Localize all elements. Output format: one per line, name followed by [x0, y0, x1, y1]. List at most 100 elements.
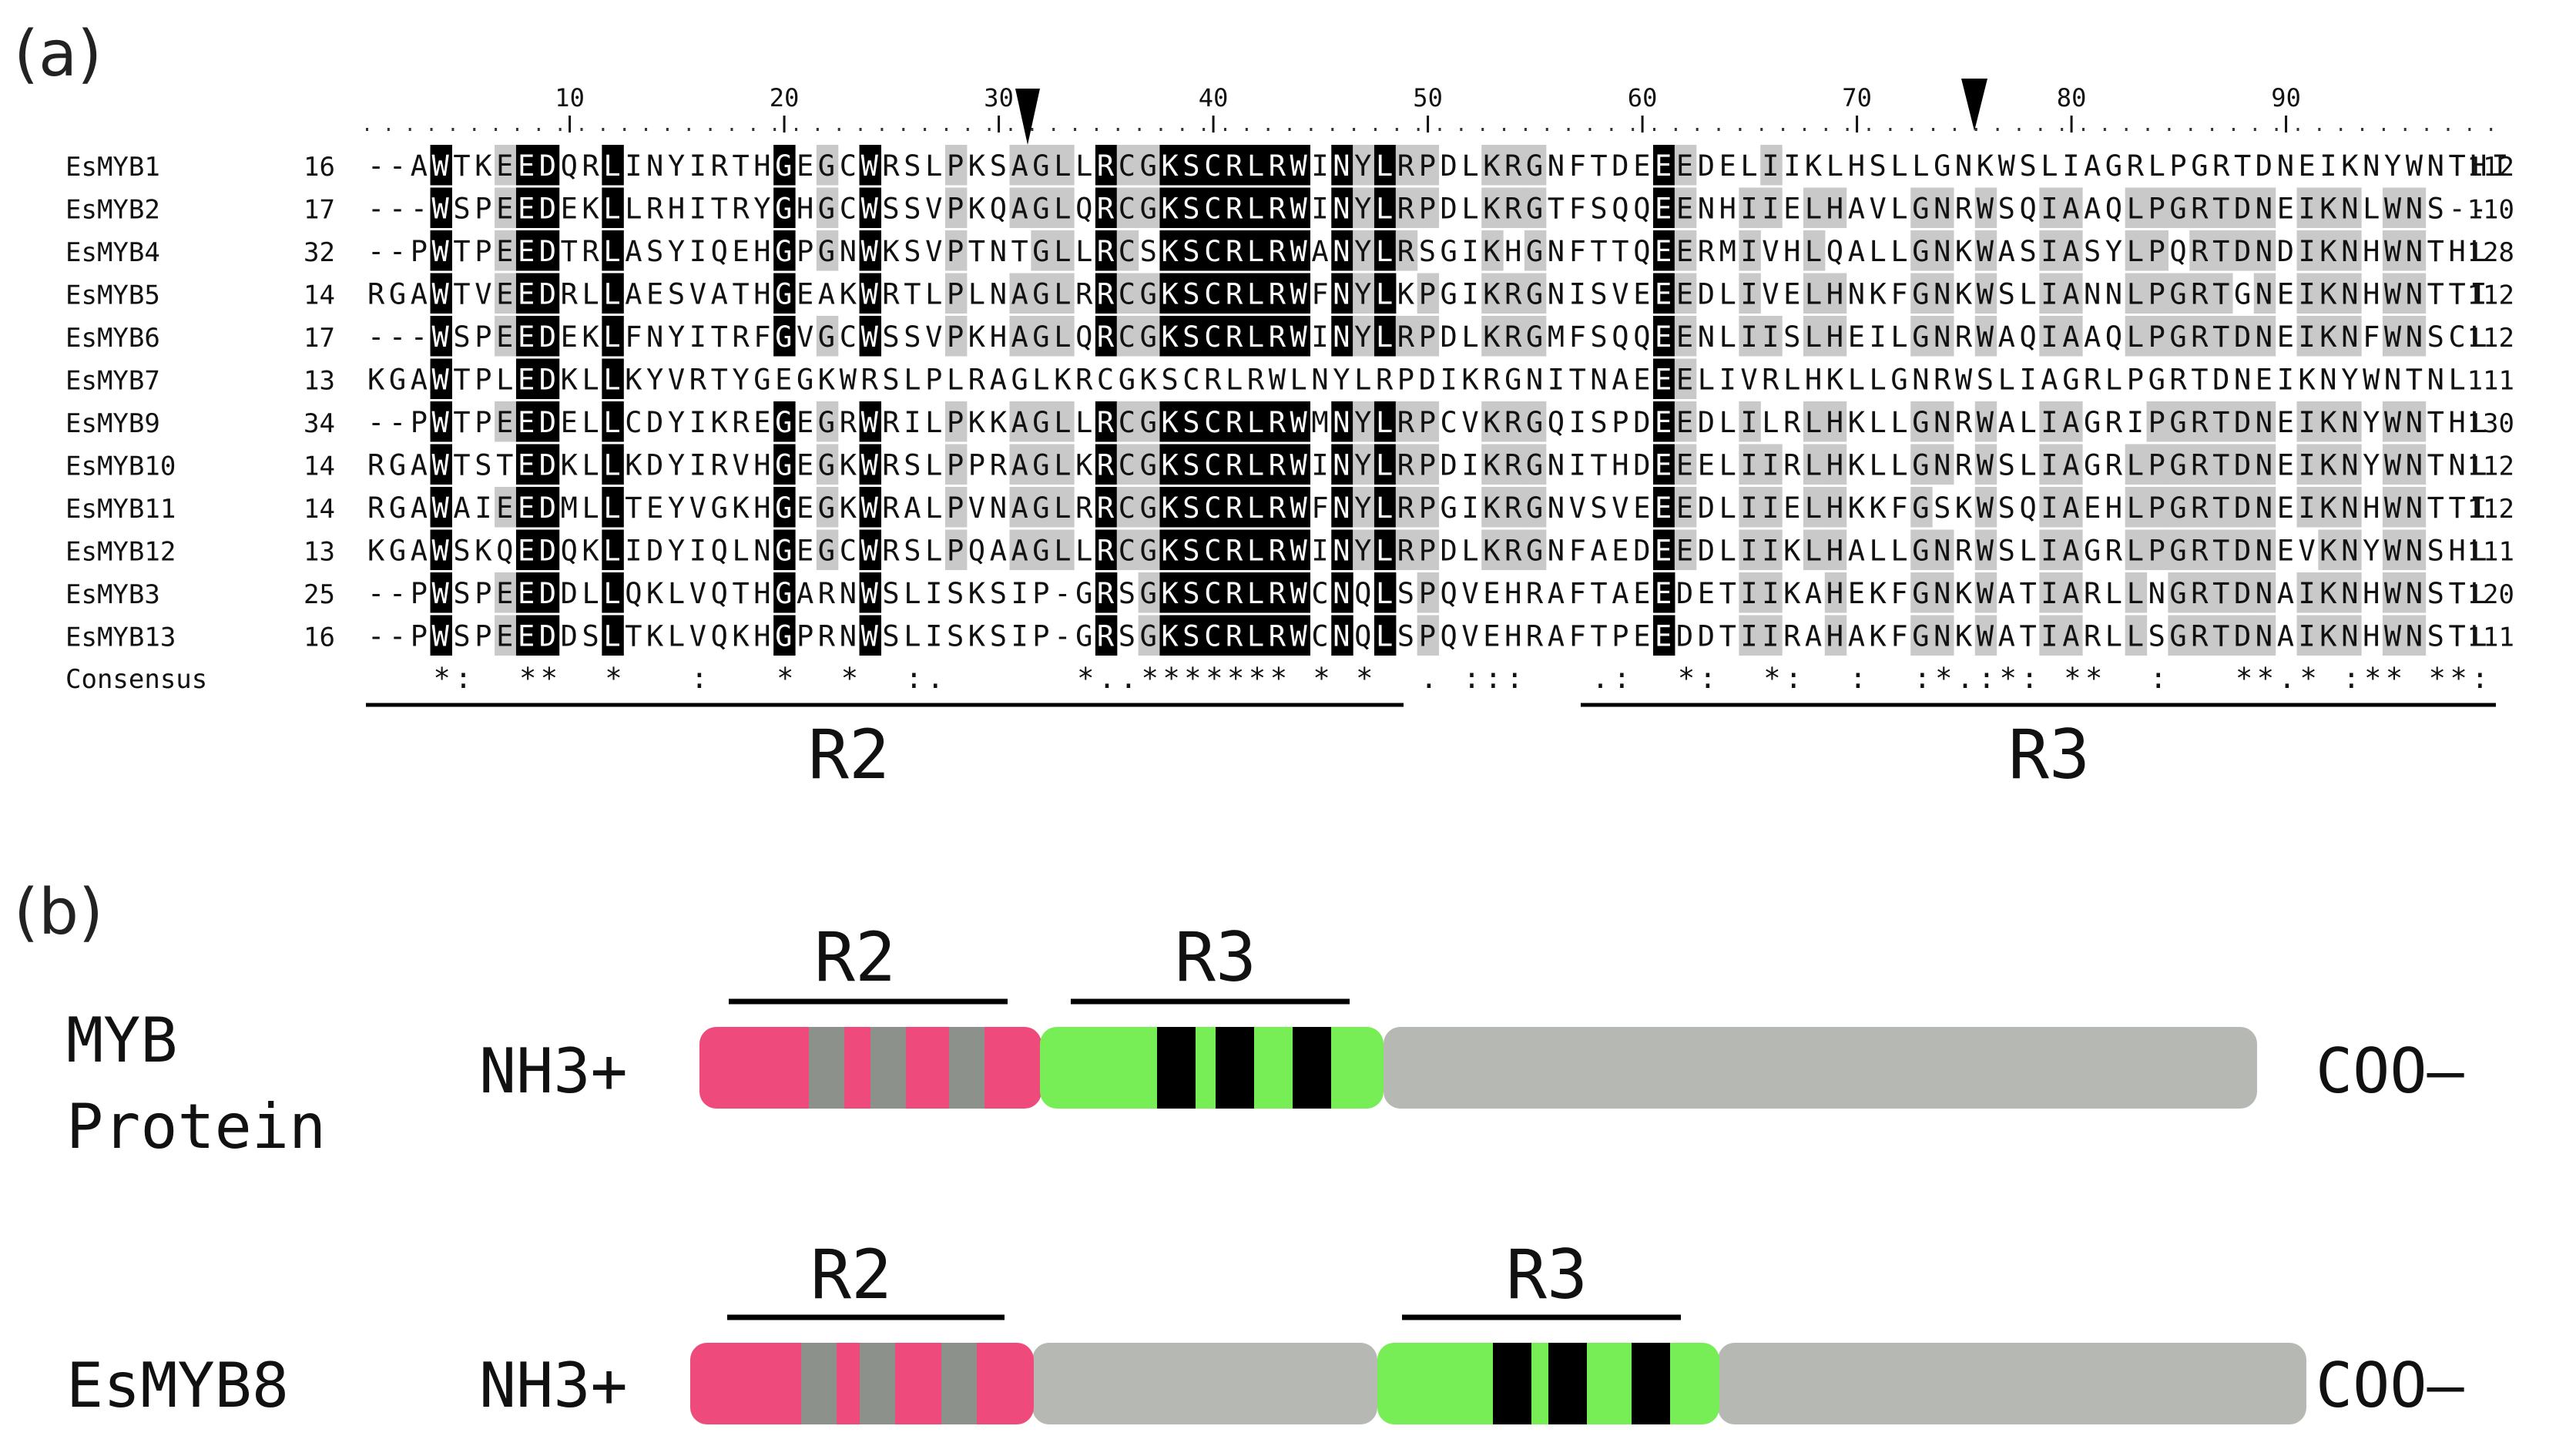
- conserved-residue-box: [1824, 187, 1847, 228]
- conserved-residue-box: [2403, 444, 2427, 485]
- conserved-residue-box: [773, 529, 796, 570]
- conserved-residue-box: [2146, 316, 2168, 357]
- conserved-residue-box: [1395, 145, 1418, 186]
- conserved-residue-box: [2232, 572, 2255, 613]
- esmyb8-c-terminal-domain: [1718, 1343, 2306, 1424]
- conserved-residue-box: [1224, 401, 1246, 442]
- conserved-residue-box: [2403, 316, 2427, 357]
- conserved-residue-box: [1974, 187, 1997, 228]
- conserved-residue-box: [1739, 444, 1761, 485]
- sequence-name: EsMYB4: [65, 237, 160, 268]
- sequence-start: 13: [304, 366, 335, 397]
- sequence-start: 17: [304, 195, 335, 226]
- conserved-residue-box: [1052, 316, 1075, 357]
- conserved-residue-box: [1739, 230, 1761, 271]
- conserved-residue-box: [816, 487, 839, 528]
- conserved-residue-box: [1481, 273, 1504, 314]
- conserved-residue-box: [1009, 145, 1031, 186]
- myb-protein-name-line1: MYB: [66, 1005, 178, 1076]
- conserved-residue-box: [1138, 187, 1161, 228]
- conserved-residue-box: [1288, 444, 1310, 485]
- conserved-residue-box: [1052, 444, 1075, 485]
- conserved-residue-box: [2403, 529, 2427, 570]
- conserved-residue-box: [537, 273, 560, 314]
- conserved-residue-box: [515, 529, 538, 570]
- esmyb8-r3-stripe: [1548, 1343, 1587, 1424]
- conserved-residue-box: [1674, 273, 1697, 314]
- conserved-residue-box: [1353, 145, 1375, 186]
- conserved-residue-box: [1224, 529, 1246, 570]
- conserved-residue-box: [859, 316, 881, 357]
- conserved-residue-box: [2382, 273, 2405, 314]
- conserved-residue-box: [2340, 487, 2362, 528]
- conserved-residue-box: [1095, 529, 1118, 570]
- conserved-residue-box: [1116, 316, 1139, 357]
- conserved-residue-box: [2189, 401, 2212, 442]
- conserved-residue-box: [2318, 529, 2340, 570]
- conserved-residue-box: [2318, 615, 2340, 656]
- conserved-residue-box: [495, 401, 517, 442]
- conserved-residue-box: [773, 187, 796, 228]
- conserved-residue-box: [1674, 444, 1697, 485]
- conserved-residue-box: [816, 444, 839, 485]
- conserved-residue-box: [430, 444, 452, 485]
- conserved-residue-box: [816, 187, 839, 228]
- conserved-residue-box: [2168, 572, 2190, 613]
- panel-b-label: (b): [14, 876, 103, 949]
- conserved-residue-box: [1353, 230, 1375, 271]
- conserved-residue-box: [1331, 316, 1353, 357]
- conserved-residue-box: [1524, 273, 1547, 314]
- conserved-residue-box: [816, 145, 839, 186]
- conserved-residue-box: [1353, 444, 1375, 485]
- conserved-residue-box: [2296, 273, 2319, 314]
- conserved-residue-box: [1739, 572, 1761, 613]
- conserved-residue-box: [1481, 316, 1504, 357]
- conserved-residue-box: [1052, 273, 1075, 314]
- conserved-residue-box: [1417, 529, 1440, 570]
- conserved-residue-box: [1353, 401, 1375, 442]
- conserved-residue-box: [1739, 401, 1761, 442]
- sequence-end: 112: [2467, 152, 2514, 183]
- conserved-residue-box: [2061, 230, 2083, 271]
- conserved-residue-box: [2168, 529, 2190, 570]
- conserved-residue-box: [1224, 444, 1246, 485]
- conserved-residue-box: [515, 487, 538, 528]
- conserved-residue-box: [1374, 273, 1397, 314]
- conserved-residue-box: [1374, 230, 1397, 271]
- conserved-residue-box: [773, 316, 796, 357]
- conserved-residue-box: [816, 401, 839, 442]
- conserved-residue-box: [773, 145, 796, 186]
- conserved-residue-box: [1224, 187, 1246, 228]
- conserved-residue-box: [1052, 529, 1075, 570]
- conserved-residue-box: [1095, 316, 1118, 357]
- conserved-residue-box: [1202, 615, 1225, 656]
- conserved-residue-box: [602, 529, 624, 570]
- esmyb8-name: EsMYB8: [66, 1350, 289, 1421]
- conserved-residue-box: [2039, 487, 2061, 528]
- conserved-residue-box: [2296, 187, 2319, 228]
- conserved-residue-box: [537, 230, 560, 271]
- conserved-residue-box: [1245, 529, 1268, 570]
- conserved-residue-box: [1910, 187, 1933, 228]
- conserved-residue-box: [1803, 273, 1826, 314]
- conserved-residue-box: [1910, 316, 1933, 357]
- sequence-start: 34: [304, 408, 335, 439]
- conserved-residue-box: [1181, 316, 1203, 357]
- conserved-residue-box: [1138, 401, 1161, 442]
- conserved-residue-box: [430, 187, 452, 228]
- conserved-residue-box: [2318, 273, 2340, 314]
- sequence-end: 130: [2467, 408, 2514, 439]
- conserved-residue-box: [1095, 444, 1118, 485]
- conserved-residue-box: [1095, 487, 1118, 528]
- myb-r3-stripe: [1157, 1027, 1196, 1109]
- conserved-residue-box: [1202, 187, 1225, 228]
- conserved-residue-box: [1353, 487, 1375, 528]
- esmyb8-r3-stripe: [1493, 1343, 1531, 1424]
- conserved-residue-box: [1095, 230, 1118, 271]
- conserved-residue-box: [2340, 444, 2362, 485]
- conserved-residue-box: [1524, 145, 1547, 186]
- conserved-residue-box: [1803, 187, 1826, 228]
- conserved-residue-box: [1245, 230, 1268, 271]
